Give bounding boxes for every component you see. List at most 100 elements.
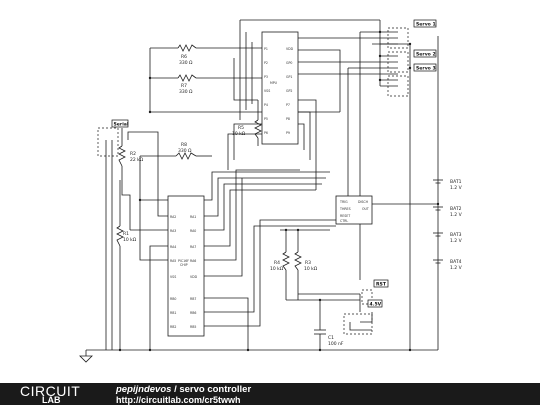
- svg-text:C1: C1: [328, 335, 334, 341]
- servo-1-header: Servo 1: [387, 19, 437, 49]
- resistor-r6: R6 330 Ω: [177, 44, 197, 66]
- svg-text:330 Ω: 330 Ω: [178, 148, 192, 154]
- svg-text:1.2 V: 1.2 V: [450, 238, 463, 244]
- wires: [85, 19, 439, 356]
- svg-text:Servo 3: Servo 3: [416, 66, 436, 72]
- svg-text:Serial: Serial: [114, 122, 129, 128]
- svg-text:RA0: RA0: [190, 229, 196, 233]
- svg-text:P2: P2: [264, 61, 268, 65]
- resistor-r2: R2 22 kΩ: [118, 145, 144, 167]
- svg-text:VSS: VSS: [264, 89, 270, 93]
- circuit-url-link[interactable]: http://circuitlab.com/cr5twwh: [116, 395, 241, 405]
- svg-text:4.5V: 4.5V: [370, 302, 382, 308]
- svg-text:P6: P6: [264, 131, 268, 135]
- svg-text:VDD: VDD: [286, 47, 294, 51]
- svg-text:RA4: RA4: [170, 245, 176, 249]
- svg-text:R5: R5: [238, 125, 244, 131]
- junction-dots: [118, 30, 440, 352]
- svg-text:GP1: GP1: [286, 75, 292, 79]
- svg-text:MPU: MPU: [270, 81, 278, 85]
- resistor-r7: R7 330 Ω: [177, 74, 197, 95]
- serial-header: Serial: [97, 119, 129, 157]
- svg-text:RESET: RESET: [340, 214, 350, 218]
- svg-text:R8: R8: [181, 142, 187, 148]
- svg-text:22 kΩ: 22 kΩ: [130, 157, 144, 163]
- svg-text:P7: P7: [286, 103, 290, 107]
- svg-text:P3: P3: [264, 75, 268, 79]
- microcontroller-chip: PIC16F CHIP RA2 RA3 RA4 RA5 VSS RB0 RB1 …: [167, 195, 205, 337]
- svg-text:GP0: GP0: [286, 61, 292, 65]
- svg-text:BAT1: BAT1: [450, 179, 462, 185]
- svg-text:RA2: RA2: [170, 215, 176, 219]
- svg-text:RA7: RA7: [190, 245, 196, 249]
- circuit-schematic: MPU P1 P2 P3 VSS P4 P5 P6 VDD GP0 GP1 GP…: [79, 19, 463, 363]
- svg-text:RA1: RA1: [190, 215, 196, 219]
- svg-text:R1: R1: [123, 231, 129, 237]
- battery-bat3: BAT3 1.2 V: [433, 232, 463, 244]
- svg-text:Servo 1: Servo 1: [416, 22, 436, 28]
- svg-text:PIC16F: PIC16F: [178, 259, 189, 263]
- svg-text:BAT2: BAT2: [450, 206, 462, 212]
- svg-text:TRIG: TRIG: [339, 200, 348, 204]
- timer-chip: TRIG THRES RESET CTRL DISCH OUT: [335, 195, 373, 225]
- circuit-title: servo controller: [179, 384, 252, 395]
- svg-text:P4: P4: [264, 103, 268, 107]
- resistor-r1: R1 10 kΩ: [116, 225, 137, 247]
- svg-text:330 Ω: 330 Ω: [179, 89, 193, 95]
- svg-text:CTRL: CTRL: [340, 219, 348, 223]
- svg-text:RB5: RB5: [190, 325, 196, 329]
- servo-2-header: Servo 2: [387, 49, 437, 73]
- author-title-line: pepijndevos / servo controller: [116, 384, 251, 395]
- svg-text:P8: P8: [286, 117, 290, 121]
- battery-bat1: BAT1 1.2 V: [433, 179, 463, 191]
- capacitor-c1: C1 100 nF: [314, 329, 344, 347]
- top-chip: MPU P1 P2 P3 VSS P4 P5 P6 VDD GP0 GP1 GP…: [261, 31, 299, 145]
- battery-bat4: BAT4 1.2 V: [433, 259, 463, 271]
- rst-header: RST: [361, 279, 389, 305]
- svg-text:P9: P9: [286, 131, 290, 135]
- svg-text:BAT3: BAT3: [450, 232, 462, 238]
- svg-text:R6: R6: [181, 54, 187, 60]
- v45-header: 4.5V: [343, 299, 383, 335]
- resistor-r3: R3 10 kΩ: [294, 251, 318, 272]
- resistor-r4: R4 10 kΩ: [270, 251, 290, 272]
- svg-text:10 kΩ: 10 kΩ: [123, 237, 137, 243]
- svg-text:10 kΩ: 10 kΩ: [232, 131, 246, 137]
- svg-text:DISCH: DISCH: [358, 200, 369, 204]
- svg-text:CHIP: CHIP: [180, 263, 188, 267]
- title-separator: /: [171, 384, 180, 395]
- svg-text:1.2 V: 1.2 V: [450, 212, 463, 218]
- svg-text:RB6: RB6: [190, 311, 196, 315]
- svg-text:RB0: RB0: [170, 297, 176, 301]
- svg-text:GP2: GP2: [286, 89, 292, 93]
- battery-bat2: BAT2 1.2 V: [433, 206, 463, 218]
- svg-text:RST: RST: [376, 282, 387, 288]
- svg-text:R4: R4: [274, 260, 280, 266]
- svg-text:100 nF: 100 nF: [328, 341, 344, 347]
- svg-text:OUT: OUT: [362, 207, 369, 211]
- author-name[interactable]: pepijndevos: [116, 384, 172, 395]
- svg-text:10 kΩ: 10 kΩ: [304, 266, 318, 272]
- resistor-r5: R5 10 kΩ: [232, 100, 262, 146]
- svg-text:RB7: RB7: [190, 297, 196, 301]
- svg-text:10 kΩ: 10 kΩ: [270, 266, 284, 272]
- svg-text:1.2 V: 1.2 V: [450, 265, 463, 271]
- servo-3-header: Servo 3: [387, 63, 437, 97]
- svg-text:RA3: RA3: [170, 229, 176, 233]
- svg-text:RA6: RA6: [190, 259, 196, 263]
- svg-text:THRES: THRES: [339, 207, 351, 211]
- svg-text:P5: P5: [264, 117, 268, 121]
- svg-text:R7: R7: [181, 83, 187, 89]
- svg-text:BAT4: BAT4: [450, 259, 462, 265]
- svg-text:1.2 V: 1.2 V: [450, 185, 463, 191]
- svg-text:Servo 2: Servo 2: [416, 52, 436, 58]
- svg-text:R3: R3: [305, 260, 311, 266]
- resistor-r8: R8 330 Ω: [175, 142, 197, 160]
- svg-text:RA5: RA5: [170, 259, 176, 263]
- svg-text:RB1: RB1: [170, 311, 176, 315]
- svg-text:VDD: VDD: [190, 275, 198, 279]
- footer-bar: CIRCUIT LAB pepijndevos / servo controll…: [0, 383, 540, 405]
- ground-symbol: [79, 355, 93, 363]
- svg-text:330 Ω: 330 Ω: [179, 60, 193, 66]
- svg-text:P1: P1: [264, 47, 268, 51]
